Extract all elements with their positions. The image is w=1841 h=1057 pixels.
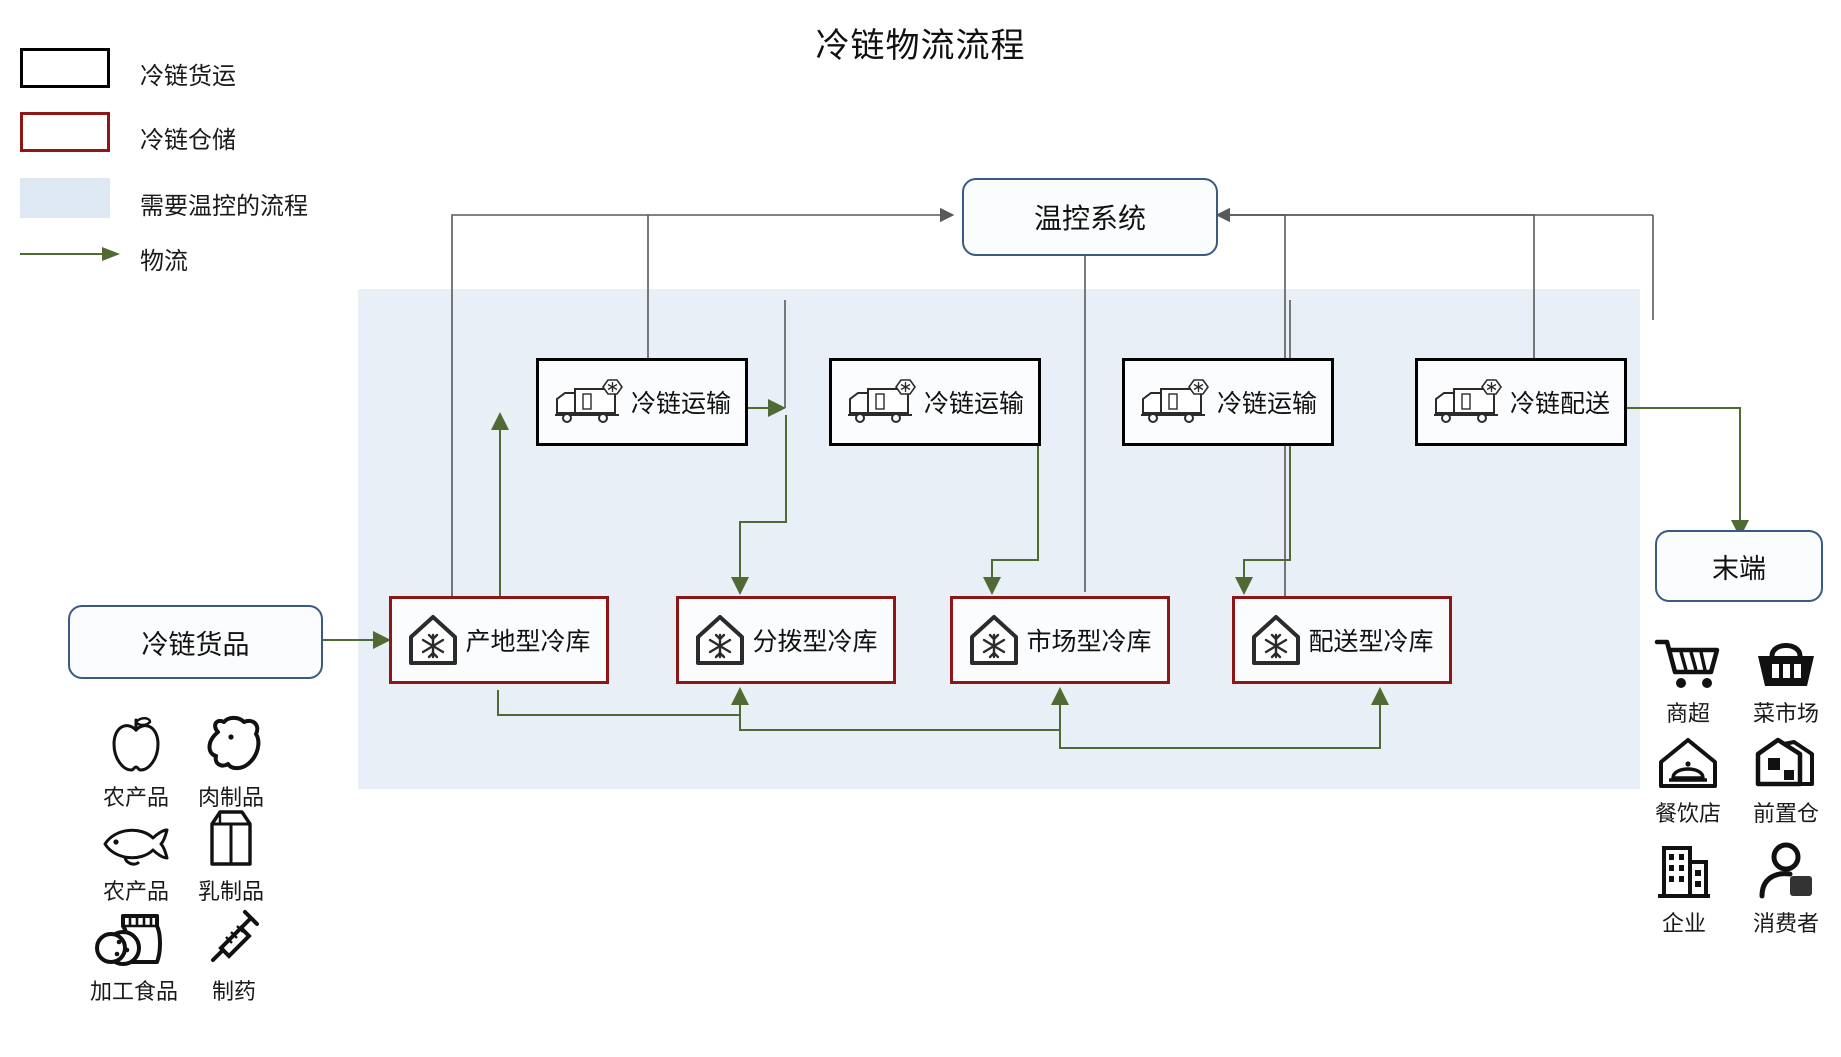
cold-storage-house-icon	[968, 613, 1020, 667]
terminal-item-3-label: 前置仓	[1752, 802, 1819, 827]
refrigerated-truck-icon	[1432, 379, 1504, 425]
shopping-basket-icon	[1730, 628, 1841, 690]
node-transport-2-label: 冷链运输	[1216, 389, 1317, 418]
legend-label-storage: 冷链仓储	[140, 126, 236, 154]
goods-item-4: 加工食品	[78, 906, 190, 1006]
syringe-icon	[178, 906, 290, 968]
node-terminal-label: 末端	[1712, 553, 1766, 585]
terminal-item-1-label: 菜市场	[1752, 702, 1819, 727]
node-transport-2[interactable]: 冷链运输	[1122, 358, 1334, 446]
goods-item-1: 肉制品	[175, 712, 287, 812]
terminal-item-5: 消费者	[1730, 838, 1841, 938]
fish-icon	[80, 806, 192, 868]
legend-label-logistics: 物流	[140, 247, 188, 275]
legend-label-freight: 冷链货运	[140, 62, 236, 90]
refrigerated-truck-icon	[553, 379, 625, 425]
meat-icon	[175, 712, 287, 774]
office-building-icon	[1628, 838, 1740, 900]
node-storage-1-label: 分拨型冷库	[752, 627, 878, 656]
node-storage-0-label: 产地型冷库	[465, 627, 591, 656]
goods-item-0-label: 农产品	[102, 786, 169, 811]
terminal-item-5-label: 消费者	[1752, 912, 1819, 937]
terminal-item-2: 餐饮店	[1632, 728, 1744, 828]
cold-storage-house-icon	[694, 613, 746, 667]
terminal-item-4: 企业	[1628, 838, 1740, 938]
front-warehouse-icon	[1730, 728, 1841, 790]
terminal-item-4-label: 企业	[1661, 912, 1706, 937]
goods-item-5: 制药	[178, 906, 290, 1006]
cold-storage-house-icon	[1250, 613, 1302, 667]
page-title: 冷链物流流程	[815, 26, 1026, 66]
consumer-icon	[1730, 838, 1841, 900]
snack-bag-icon	[78, 906, 190, 968]
terminal-item-0: 商超	[1632, 628, 1744, 728]
refrigerated-truck-icon	[846, 379, 918, 425]
goods-item-3: 乳制品	[175, 806, 287, 906]
refrigerated-truck-icon	[1139, 379, 1211, 425]
terminal-item-3: 前置仓	[1730, 728, 1841, 828]
node-storage-3[interactable]: 配送型冷库	[1232, 596, 1452, 684]
terminal-item-0-label: 商超	[1665, 702, 1710, 727]
goods-item-1-label: 肉制品	[197, 786, 264, 811]
legend-label-tempzone: 需要温控的流程	[140, 192, 308, 220]
node-transport-0[interactable]: 冷链运输	[536, 358, 748, 446]
node-goods-input-label: 冷链货品	[141, 629, 250, 661]
terminal-item-1: 菜市场	[1730, 628, 1841, 728]
goods-item-0: 农产品	[80, 712, 192, 812]
node-storage-0[interactable]: 产地型冷库	[389, 596, 609, 684]
node-storage-1[interactable]: 分拨型冷库	[676, 596, 896, 684]
terminal-item-2-label: 餐饮店	[1654, 802, 1721, 827]
node-transport-1-label: 冷链运输	[923, 389, 1024, 418]
goods-item-3-label: 乳制品	[197, 880, 264, 905]
legend-swatch-freight	[20, 48, 110, 88]
node-transport-0-label: 冷链运输	[630, 389, 731, 418]
goods-item-2-label: 农产品	[102, 880, 169, 905]
node-storage-2-label: 市场型冷库	[1026, 627, 1152, 656]
legend-swatch-tempzone	[20, 178, 110, 218]
legend-swatch-storage	[20, 112, 110, 152]
node-transport-3-label: 冷链配送	[1509, 389, 1610, 418]
node-control-system[interactable]: 温控系统	[962, 178, 1218, 256]
node-terminal[interactable]: 末端	[1655, 530, 1823, 602]
legend-arrow-logistics	[20, 247, 120, 261]
shopping-cart-icon	[1632, 628, 1744, 690]
node-control-system-label: 温控系统	[1033, 202, 1146, 235]
node-transport-3[interactable]: 冷链配送	[1415, 358, 1627, 446]
goods-item-5-label: 制药	[211, 980, 256, 1005]
cold-storage-house-icon	[407, 613, 459, 667]
apple-icon	[80, 712, 192, 774]
node-transport-1[interactable]: 冷链运输	[829, 358, 1041, 446]
node-storage-2[interactable]: 市场型冷库	[950, 596, 1170, 684]
node-storage-3-label: 配送型冷库	[1308, 627, 1434, 656]
milk-carton-icon	[175, 806, 287, 868]
goods-item-4-label: 加工食品	[89, 980, 178, 1005]
restaurant-icon	[1632, 728, 1744, 790]
node-goods-input[interactable]: 冷链货品	[68, 605, 323, 679]
goods-item-2: 农产品	[80, 806, 192, 906]
